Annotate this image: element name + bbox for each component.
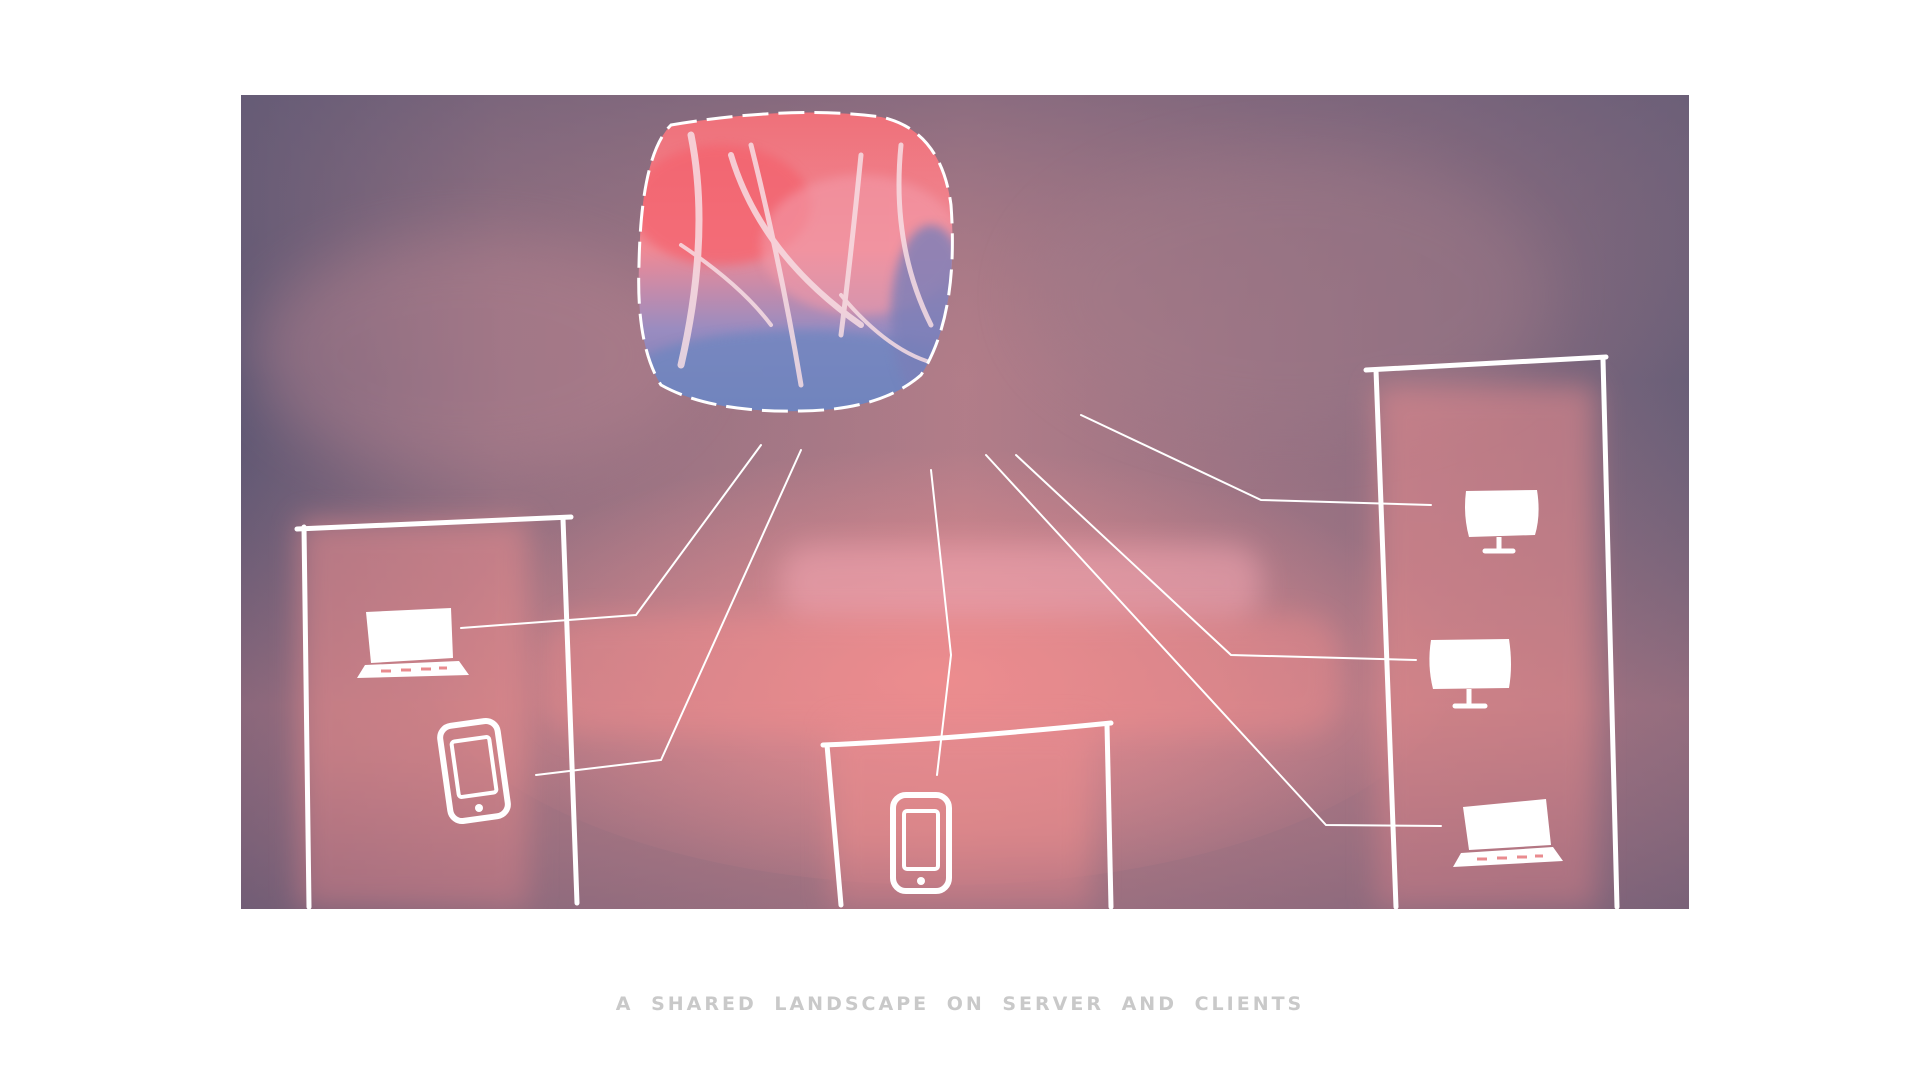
center-client-frame-left: [824, 742, 844, 908]
connection-line: [1015, 454, 1417, 661]
center-client-frame-top: [820, 720, 1114, 748]
connection-line: [1080, 414, 1432, 506]
phone-icon: [890, 792, 952, 894]
connection-line: [535, 449, 802, 776]
monitor-icon: [1429, 639, 1511, 709]
connection-line: [930, 469, 953, 776]
center-client-frame-right: [1104, 722, 1114, 909]
right-client-frame-left: [1373, 367, 1399, 909]
left-client-frame-right: [560, 516, 580, 906]
right-client-frame-top: [1363, 354, 1609, 373]
center-client-panel-glow: [831, 725, 1091, 909]
phone-icon: [437, 717, 511, 825]
laptop-icon: [1453, 799, 1563, 867]
server-landscape: [637, 111, 954, 413]
network-illustration: [241, 95, 1689, 909]
laptop-icon: [357, 608, 469, 678]
connection-line: [985, 454, 1442, 827]
right-client-frame-right: [1600, 356, 1620, 909]
monitor-icon: [1465, 490, 1539, 554]
left-client-panel-glow: [299, 520, 529, 909]
left-client-frame-left: [301, 524, 312, 909]
server-boundary: [637, 111, 954, 413]
left-client-frame-top: [294, 514, 574, 532]
caption: A SHARED LANDSCAPE ON SERVER AND CLIENTS: [615, 993, 1305, 1015]
connection-line: [460, 444, 762, 629]
connection-lines: [460, 414, 1442, 827]
